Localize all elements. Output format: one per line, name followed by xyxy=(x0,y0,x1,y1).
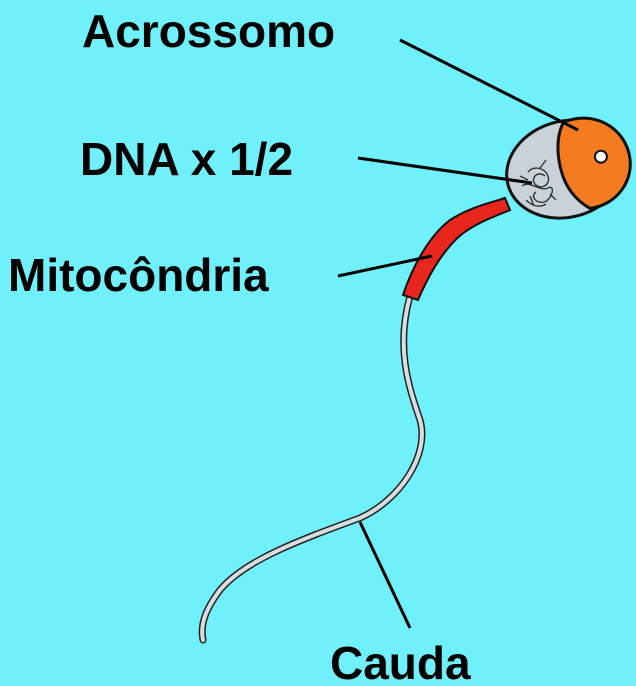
label-dna: DNA x 1/2 xyxy=(80,136,293,182)
label-acrossomo: Acrossomo xyxy=(82,8,335,54)
tail-fill xyxy=(202,296,422,640)
midpiece xyxy=(403,198,510,300)
label-cauda: Cauda xyxy=(330,640,471,686)
tail xyxy=(202,296,422,640)
cauda-pointer-line xyxy=(360,522,410,628)
acrossomo-pointer-line xyxy=(400,40,578,130)
label-mitocondria: Mitocôndria xyxy=(8,252,269,298)
